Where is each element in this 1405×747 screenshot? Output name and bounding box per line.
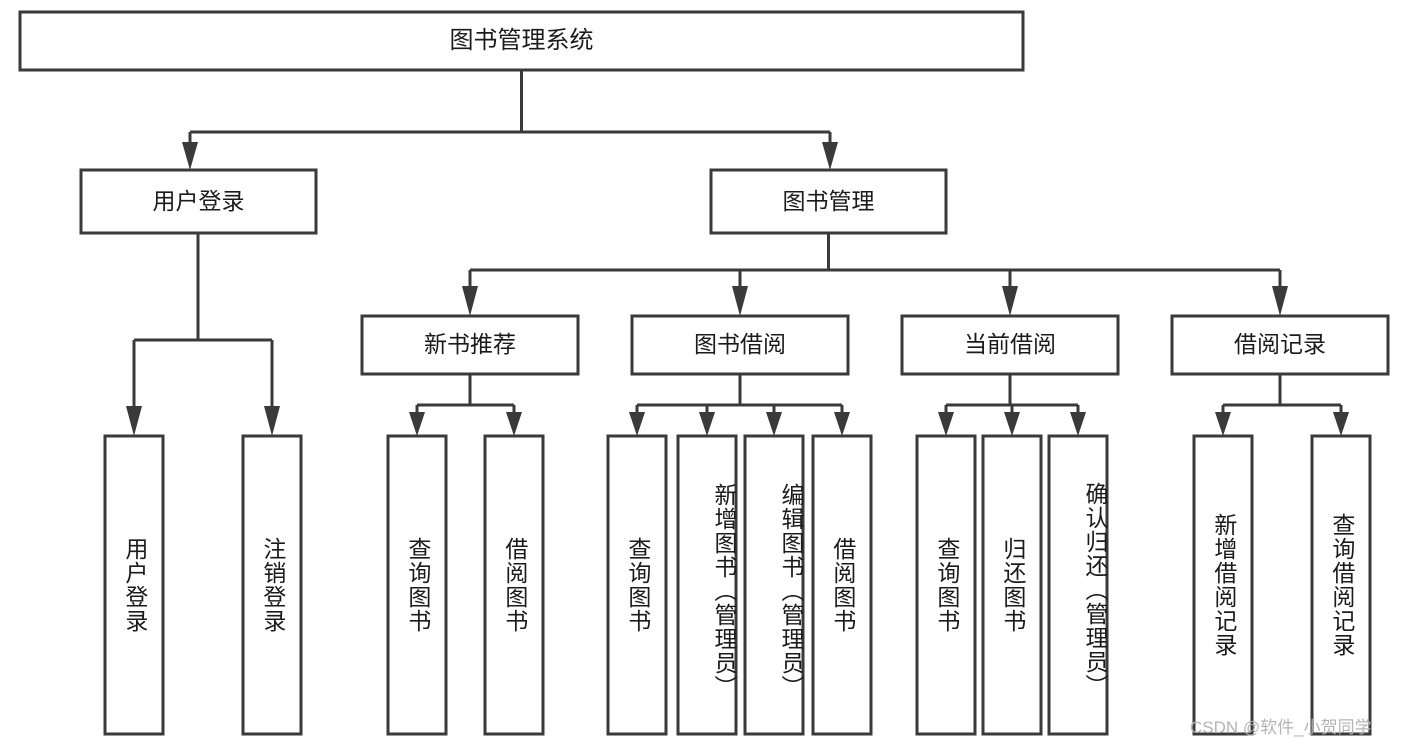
- node-box-leaf-br-add[interactable]: [1192, 434, 1254, 736]
- arrow-head-leaf-cb-query: [938, 412, 954, 436]
- arrow-head-borrow-record: [1272, 286, 1288, 316]
- node-box-book-manage[interactable]: [709, 168, 948, 235]
- node-box-leaf-bb-query[interactable]: [606, 434, 668, 736]
- arrow-head-leaf-user-login: [126, 406, 142, 436]
- arrow-head-leaf-nb-borrow: [506, 412, 522, 436]
- node-box-leaf-user-login[interactable]: [103, 434, 165, 736]
- arrow-head-leaf-user-logout: [264, 406, 280, 436]
- node-box-leaf-cb-query[interactable]: [915, 434, 977, 736]
- arrow-head-leaf-bb-borrow: [834, 412, 850, 436]
- arrow-head-leaf-bb-edit: [766, 412, 782, 436]
- arrow-head-leaf-nb-query: [409, 412, 425, 436]
- arrow-head-leaf-br-add: [1215, 412, 1231, 436]
- node-box-leaf-cb-confirm[interactable]: [1047, 434, 1109, 736]
- arrow-head-leaf-bb-add: [699, 412, 715, 436]
- node-box-leaf-user-logout[interactable]: [241, 434, 303, 736]
- arrow-head-leaf-bb-query: [629, 412, 645, 436]
- arrow-head-user-login: [182, 142, 198, 170]
- arrow-head-leaf-br-query: [1333, 412, 1349, 436]
- node-box-leaf-nb-borrow[interactable]: [483, 434, 545, 736]
- node-box-borrow-record[interactable]: [1170, 314, 1390, 376]
- node-box-leaf-bb-edit[interactable]: [743, 434, 805, 736]
- node-box-leaf-nb-query[interactable]: [386, 434, 448, 736]
- node-box-leaf-br-query[interactable]: [1310, 434, 1372, 736]
- arrow-head-book-manage: [822, 142, 838, 170]
- arrow-head-current-borrow: [1002, 286, 1018, 316]
- arrow-head-new-book: [462, 286, 478, 316]
- arrow-head-leaf-cb-confirm: [1070, 412, 1086, 436]
- node-box-leaf-bb-borrow[interactable]: [811, 434, 873, 736]
- arrow-head-leaf-cb-return: [1004, 412, 1020, 436]
- node-box-book-borrow[interactable]: [630, 314, 850, 376]
- node-box-new-book[interactable]: [360, 314, 580, 376]
- node-box-root[interactable]: [18, 10, 1025, 72]
- node-box-current-borrow[interactable]: [900, 314, 1120, 376]
- node-box-leaf-bb-add[interactable]: [676, 434, 738, 736]
- arrow-head-book-borrow: [732, 286, 748, 316]
- node-box-leaf-cb-return[interactable]: [981, 434, 1043, 736]
- node-box-user-login[interactable]: [79, 168, 318, 235]
